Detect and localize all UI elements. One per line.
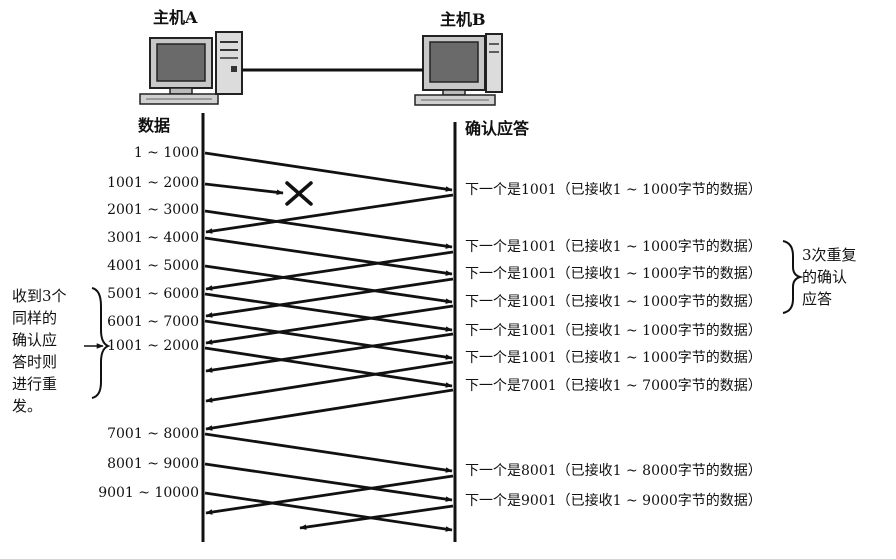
note-line: 3次重复 (802, 246, 857, 264)
segment-label: 9001 ~ 10000 (98, 485, 199, 501)
segment-label: 4001 ~ 5000 (107, 258, 199, 274)
data-segment-arrow (204, 264, 453, 304)
ack-label: 下一个是1001（已接收1 ~ 1000字节的数据） (465, 294, 762, 310)
ack-label: 下一个是1001（已接收1 ~ 1000字节的数据） (465, 323, 762, 339)
note-line: 收到3个 (12, 287, 67, 305)
segment-label: 3001 ~ 4000 (107, 230, 199, 246)
ack-label: 下一个是1001（已接收1 ~ 1000字节的数据） (465, 266, 762, 282)
note-line: 答时则 (12, 353, 58, 371)
ack-arrow (299, 504, 454, 530)
note-line: 确认应 (12, 331, 58, 349)
retransmit-segment-arrow (204, 346, 453, 388)
segment-label: 5001 ~ 6000 (107, 286, 199, 302)
ack-label: 下一个是8001（已接收1 ~ 8000字节的数据） (465, 463, 762, 479)
ack-arrow (205, 250, 454, 291)
ack-arrow (205, 332, 454, 373)
ack-column-header: 确认应答 (465, 119, 530, 138)
segment-label: 7001 ~ 8000 (107, 426, 199, 442)
ack-arrow (205, 360, 454, 403)
retransmit-note: 收到3个 同样的 确认应 答时则 进行重 发。 (12, 285, 92, 417)
left-note-brace (91, 287, 111, 399)
note-line: 应答 (802, 290, 833, 308)
segment-label: 2001 ~ 3000 (107, 202, 199, 218)
ack-label: 下一个是1001（已接收1 ~ 1000字节的数据） (465, 182, 762, 198)
ack-arrow (205, 388, 454, 431)
host-a-label: 主机A (153, 8, 198, 27)
host-b-computer-icon (414, 33, 503, 106)
ack-arrow (205, 193, 454, 234)
data-segment-arrow (204, 462, 453, 502)
segment-label: 1001 ~ 2000 (107, 175, 199, 191)
ack-label: 下一个是9001（已接收1 ~ 9000字节的数据） (465, 493, 762, 509)
data-segment-arrow (204, 236, 453, 276)
note-line: 发。 (12, 397, 43, 415)
segment-label: 1 ~ 1000 (133, 145, 199, 161)
note-line: 进行重 (12, 375, 58, 393)
ack-label: 下一个是1001（已接收1 ~ 1000字节的数据） (465, 239, 762, 255)
segment-label: 6001 ~ 7000 (107, 314, 199, 330)
ack-arrow (205, 474, 454, 515)
data-segment-arrow (204, 151, 453, 192)
note-line: 的确认 (802, 268, 848, 286)
segment-label-retransmit: 1001 ~ 2000 (107, 338, 199, 354)
host-b-label: 主机B (440, 10, 486, 29)
data-segment-arrow (204, 432, 453, 473)
ack-label: 下一个是7001（已接收1 ~ 7000字节的数据） (465, 378, 762, 394)
ack-arrow (205, 304, 454, 345)
lost-segment-arrow (204, 182, 284, 196)
data-segment-arrow (204, 292, 453, 332)
data-segment-arrow (204, 209, 453, 249)
ack-label: 下一个是1001（已接收1 ~ 1000字节的数据） (465, 350, 762, 366)
segment-label: 8001 ~ 9000 (107, 456, 199, 472)
packet-loss-x-icon (285, 181, 313, 206)
right-note-brace (782, 240, 804, 314)
data-segment-arrow (204, 491, 453, 532)
duplicate-ack-note: 3次重复 的确认 应答 (802, 244, 892, 310)
data-segment-arrow (204, 319, 453, 360)
note-line: 同样的 (12, 309, 58, 327)
data-column-header: 数据 (138, 116, 171, 135)
ack-arrow (205, 277, 454, 318)
host-a-computer-icon (139, 31, 243, 105)
